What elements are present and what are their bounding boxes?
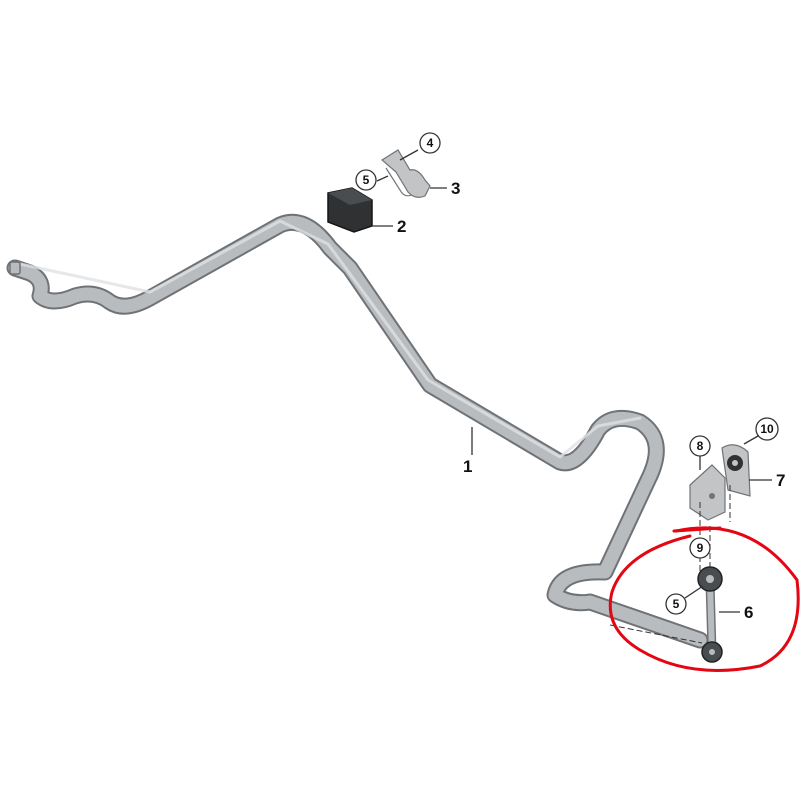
- callout-circle-9: 9: [689, 537, 711, 559]
- red-highlight-circle: [608, 526, 800, 672]
- callout-7: 7: [776, 471, 785, 490]
- leader-lines: [372, 149, 772, 613]
- link-bracket-7: [721, 444, 751, 497]
- mounting-plate-8: [689, 464, 726, 521]
- svg-text:10: 10: [760, 422, 774, 436]
- end-link-6: [697, 566, 723, 663]
- callout-circle-5-top: 5: [355, 169, 377, 191]
- callout-1: 1: [463, 457, 472, 476]
- callout-6: 6: [744, 603, 753, 622]
- callout-3: 3: [451, 179, 460, 198]
- svg-text:5: 5: [673, 597, 680, 611]
- svg-text:5: 5: [363, 173, 370, 187]
- rubber-bushing: [327, 187, 373, 233]
- callout-circle-5-bottom: 5: [665, 593, 687, 615]
- stabilizer-bar: [6, 213, 709, 649]
- callout-2: 2: [397, 217, 406, 236]
- callout-circle-8: 8: [689, 435, 711, 457]
- bushing-clamp-bracket: [380, 149, 431, 198]
- callout-circle-4: 4: [419, 132, 441, 154]
- svg-text:4: 4: [427, 136, 434, 150]
- svg-text:9: 9: [697, 541, 704, 555]
- svg-text:8: 8: [697, 439, 704, 453]
- callout-circle-10: 10: [755, 417, 779, 441]
